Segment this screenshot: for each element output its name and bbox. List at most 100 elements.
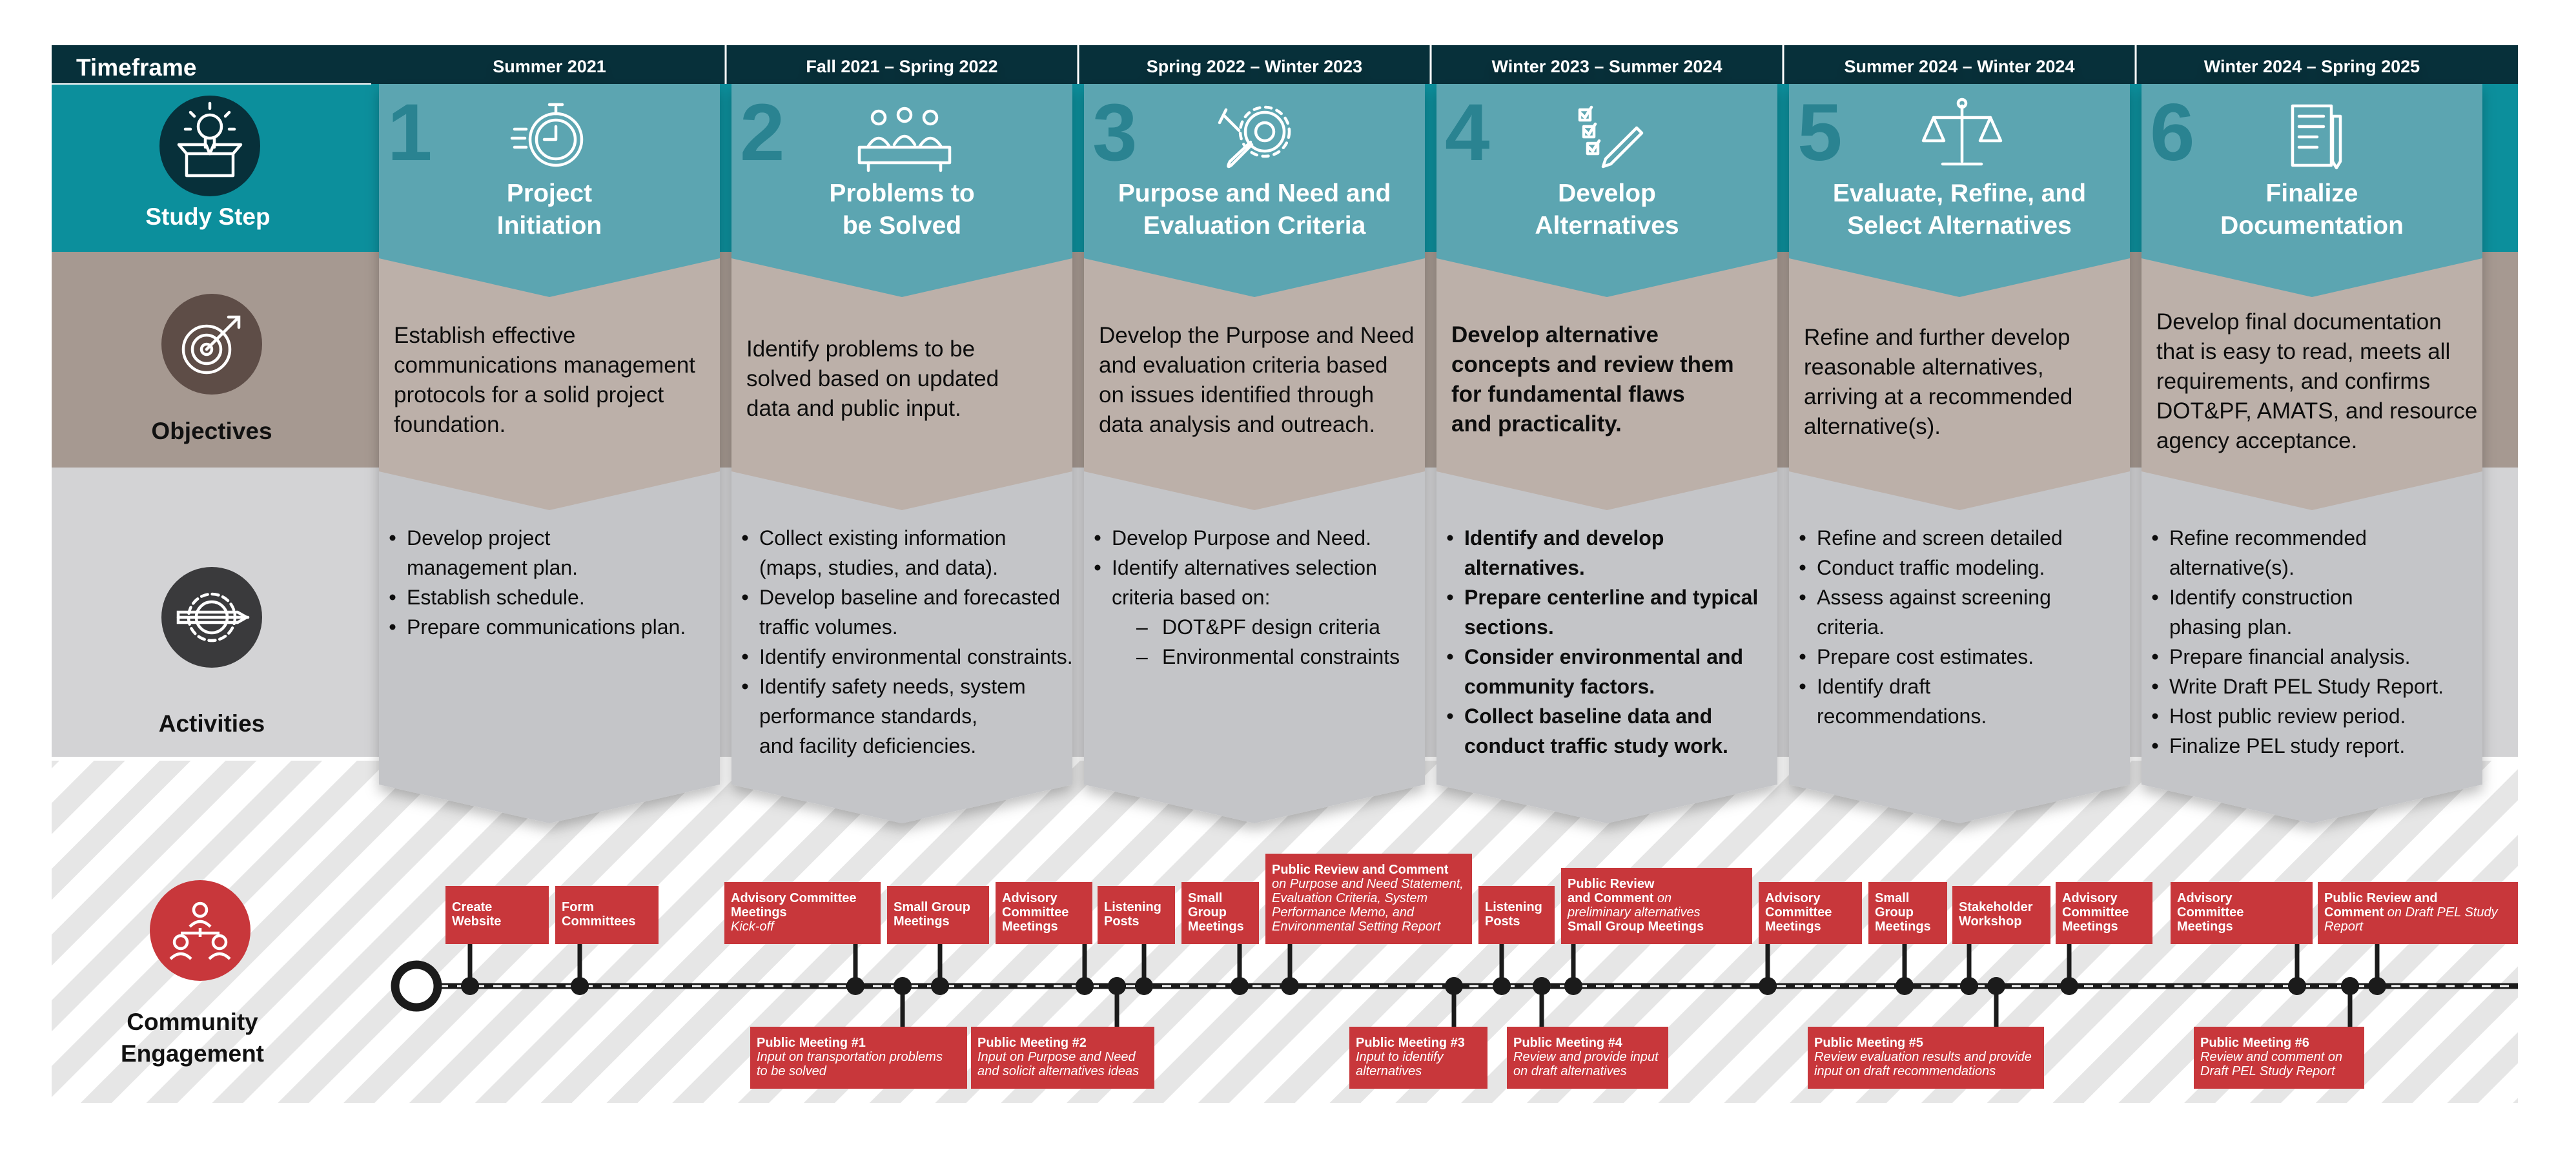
event-box [1265,854,1472,944]
step-column-6: Winter 2024 – Spring 20256FinalizeDocume… [2142,57,2482,823]
event-label-line: Input on transportation problems [757,1050,943,1064]
objective-line: arriving at a recommended [1804,384,2072,409]
step-number: 5 [1797,88,1843,178]
event-label-text: Public Meeting #1 [757,1036,866,1050]
activity-line: Environmental constraints [1162,645,1400,668]
objective-line: on issues identified through [1099,382,1374,407]
objective-panel [1436,255,1777,510]
step-panel [1436,84,1777,297]
event-label-line: Listening [1104,900,1161,914]
event-box [2318,882,2518,944]
timeframe-label: Winter 2023 – Summer 2024 [1492,57,1722,76]
step-panel [2142,84,2482,297]
event-label-text: preliminary alternatives [1567,905,1701,920]
event-label-text: Advisory [1002,891,1058,905]
objective-line: foundation. [394,412,506,437]
event-label-text: Advisory Committee [731,891,857,905]
event-label-text: Committee [1765,905,1832,920]
objective-line: Refine and further develop [1804,325,2070,350]
timeframe-label: Summer 2021 [493,57,606,76]
event-label-text: Advisory [2177,891,2233,905]
objective-line: DOT&PF, AMATS, and resource [2156,398,2477,424]
event-marker [1135,977,1153,995]
event-label-line: Public Meeting #3 [1356,1036,1465,1050]
event-box [1507,1027,1668,1089]
event-marker [1759,977,1777,995]
event-marker [1076,977,1094,995]
objective-line: and evaluation criteria based [1099,353,1388,378]
activity-line: Develop Purpose and Need. [1112,526,1371,550]
event-label-text: Environmental Setting Report [1272,920,1442,934]
event-marker [1493,977,1511,995]
checklist-pen-icon [1578,105,1644,169]
objective-panel [731,255,1072,510]
event-marker [1564,977,1582,995]
event-label-text: to be solved [757,1064,827,1078]
event-label-line: Committees [562,914,635,929]
event-marker [571,977,589,995]
event-box [1561,868,1752,944]
event-label-text: Kick-off [731,920,775,934]
activity-bullet [2152,683,2158,690]
objective-line: agency acceptance. [2156,428,2357,453]
event-label-text: Workshop [1959,914,2021,929]
activity-line: Collect existing information [759,526,1006,550]
event-box [555,886,659,944]
event-label-line: Meetings [1188,920,1244,934]
activity-bullet [1447,653,1453,660]
event-label-line: Public Meeting #4 [1513,1036,1623,1050]
event-label-text: Listening [1485,900,1542,914]
event-label-line: Meetings [731,905,787,920]
activity-line: Collect baseline data and [1464,705,1712,728]
activity-line: performance standards, [759,705,977,728]
activity-line: management plan. [407,556,578,579]
event-box [2194,1027,2364,1089]
event-label-text: Input on Purpose and Need [977,1050,1136,1064]
activity-line: phasing plan. [2169,615,2292,639]
event-label-text: Input on transportation problems [757,1050,943,1064]
event-marker [1987,977,2005,995]
objective-line: Develop final documentation [2156,309,2442,334]
event-box [971,1027,1154,1089]
timeframe-bar [52,45,2518,84]
objective-line: Establish effective [394,323,575,348]
event-label-line: Input to identify [1356,1050,1444,1064]
activity-bullet [2152,594,2158,601]
event-marker [2060,977,2078,995]
column-dividers [724,45,2137,84]
event-label-text: Review evaluation results and provide [1814,1050,2032,1064]
activity-line: traffic volumes. [759,615,898,639]
event-label-line: Advisory [1765,891,1821,905]
step-title-line: Evaluate, Refine, and [1833,180,2086,207]
activity-bullet [742,653,748,660]
activity-line: alternative(s). [2169,556,2295,579]
event-label-line: Comment on Draft PEL Study [2324,905,2499,920]
event-box [887,886,989,944]
event-marker [2288,977,2306,995]
event-box [750,1027,967,1089]
event-marker [931,977,949,995]
activity-bullet [389,535,396,541]
activity-bullet [1799,564,1806,571]
gear-pencil-icon [161,567,262,668]
objective-line: solved based on updated [746,366,999,391]
event-label-text: Public Meeting #3 [1356,1036,1465,1050]
event-label-text: and Comment [1568,891,1654,905]
activity-line: Prepare cost estimates. [1817,645,2034,668]
event-label-text: Meetings [2062,920,2118,934]
event-box [1952,886,2050,944]
event-label-text: on Purpose and Need Statement, [1272,877,1464,891]
event-label-line: Advisory [2177,891,2233,905]
objective-line: Develop alternative [1451,322,1659,347]
event-label-line: Meetings [1875,920,1931,934]
event-marker [2368,977,2386,995]
step-title-line: Alternatives [1535,212,1679,240]
activity-bullet [1799,594,1806,601]
